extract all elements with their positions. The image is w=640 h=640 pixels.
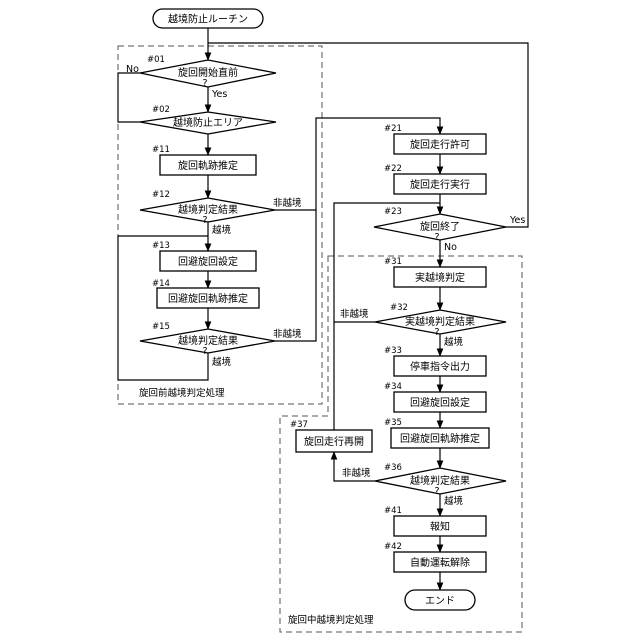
process-11: 旋回軌跡推定 #11 — [152, 145, 256, 175]
group-during-turn-label: 旋回中越境判定処理 — [288, 614, 374, 626]
decision-23-label: 旋回終了 — [420, 220, 460, 233]
step-15-number: #15 — [152, 322, 170, 332]
decision-01: 旋回開始直前 ? #01 No Yes — [126, 55, 276, 100]
process-33: 停車指令出力 #33 — [384, 346, 486, 376]
branch-32-hi-ekkyou: 非越境 — [340, 308, 369, 320]
decision-32: 実越境判定結果 ? #32 非越境 越境 — [340, 303, 506, 348]
branch-36-ekkyou: 越境 — [444, 495, 464, 507]
step-23-number: #23 — [384, 207, 402, 217]
process-13: 回避旋回設定 #13 — [152, 241, 256, 271]
step-42-number: #42 — [384, 542, 402, 552]
process-21-label: 旋回走行許可 — [410, 138, 470, 151]
process-41: 報知 #41 — [384, 506, 486, 536]
process-35: 回避旋回軌跡推定 #35 — [384, 418, 489, 448]
decision-32-label: 実越境判定結果 — [405, 315, 475, 328]
process-34-label: 回避旋回設定 — [410, 396, 470, 409]
branch-12-ekkyou: 越境 — [212, 224, 232, 236]
process-31: 実越境判定 #31 — [384, 257, 486, 287]
process-22-label: 旋回走行実行 — [410, 178, 470, 191]
process-34: 回避旋回設定 #34 — [384, 382, 486, 412]
step-02-number: #02 — [152, 105, 170, 115]
process-33-label: 停車指令出力 — [410, 360, 470, 373]
connectors — [118, 28, 528, 590]
step-13-number: #13 — [152, 241, 170, 251]
step-32-number: #32 — [390, 303, 408, 313]
decision-36: 越境判定結果 ? #36 非越境 越境 — [342, 463, 506, 507]
decision-12-label: 越境判定結果 — [178, 203, 238, 216]
branch-23-no: No — [444, 242, 457, 253]
branch-12-hi-ekkyou: 非越境 — [273, 197, 302, 209]
branch-23-yes: Yes — [509, 215, 525, 226]
decision-36-mark: ? — [434, 486, 439, 497]
decision-23: 旋回終了 ? #23 Yes No — [374, 207, 525, 253]
step-33-number: #33 — [384, 346, 402, 356]
step-41-number: #41 — [384, 506, 402, 516]
process-14-label: 回避旋回軌跡推定 — [168, 292, 248, 305]
process-14: 回避旋回軌跡推定 #14 — [152, 279, 259, 308]
decision-36-label: 越境判定結果 — [410, 474, 470, 487]
step-35-number: #35 — [384, 418, 402, 428]
decision-12: 越境判定結果 ? #12 非越境 越境 — [140, 190, 302, 236]
process-13-label: 回避旋回設定 — [178, 255, 238, 268]
process-37-label: 旋回走行再開 — [304, 435, 364, 448]
decision-32-mark: ? — [434, 327, 439, 338]
decision-23-mark: ? — [434, 232, 439, 243]
step-11-number: #11 — [152, 145, 170, 155]
process-42-label: 自動運転解除 — [410, 556, 470, 569]
branch-01-yes: Yes — [211, 89, 227, 100]
step-37-number: #37 — [290, 420, 308, 430]
branch-15-ekkyou: 越境 — [212, 356, 232, 368]
step-34-number: #34 — [384, 382, 402, 392]
branch-36-hi-ekkyou: 非越境 — [342, 467, 371, 479]
end-label: エンド — [425, 596, 455, 607]
branch-32-ekkyou: 越境 — [444, 336, 464, 348]
decision-01-mark: ? — [202, 78, 207, 89]
process-21: 旋回走行許可 #21 — [384, 124, 486, 154]
step-31-number: #31 — [384, 257, 402, 267]
decision-15-mark: ? — [202, 346, 207, 357]
end-terminal: エンド — [405, 590, 475, 610]
step-36-number: #36 — [384, 463, 402, 473]
process-42: 自動運転解除 #42 — [384, 542, 486, 572]
process-11-label: 旋回軌跡推定 — [178, 159, 238, 172]
branch-15-hi-ekkyou: 非越境 — [273, 328, 302, 340]
step-21-number: #21 — [384, 124, 402, 134]
process-22: 旋回走行実行 #22 — [384, 164, 486, 194]
step-12-number: #12 — [152, 190, 170, 200]
step-14-number: #14 — [152, 279, 170, 289]
process-35-label: 回避旋回軌跡推定 — [400, 432, 480, 445]
decision-02-label: 越境防止エリア — [173, 116, 243, 129]
group-pre-turn-label: 旋回前越境判定処理 — [139, 387, 225, 399]
process-41-label: 報知 — [430, 520, 450, 533]
process-37: 旋回走行再開 #37 — [290, 420, 372, 452]
start-terminal: 越境防止ルーチン — [153, 9, 263, 28]
process-31-label: 実越境判定 — [415, 271, 465, 284]
step-22-number: #22 — [384, 164, 402, 174]
branch-01-no: No — [126, 64, 139, 75]
start-label: 越境防止ルーチン — [168, 13, 248, 26]
decision-15: 越境判定結果 ? #15 非越境 越境 — [140, 322, 302, 368]
decision-12-mark: ? — [202, 215, 207, 226]
decision-01-label: 旋回開始直前 — [178, 66, 238, 79]
step-01-number: #01 — [147, 55, 165, 65]
decision-15-label: 越境判定結果 — [178, 334, 238, 347]
